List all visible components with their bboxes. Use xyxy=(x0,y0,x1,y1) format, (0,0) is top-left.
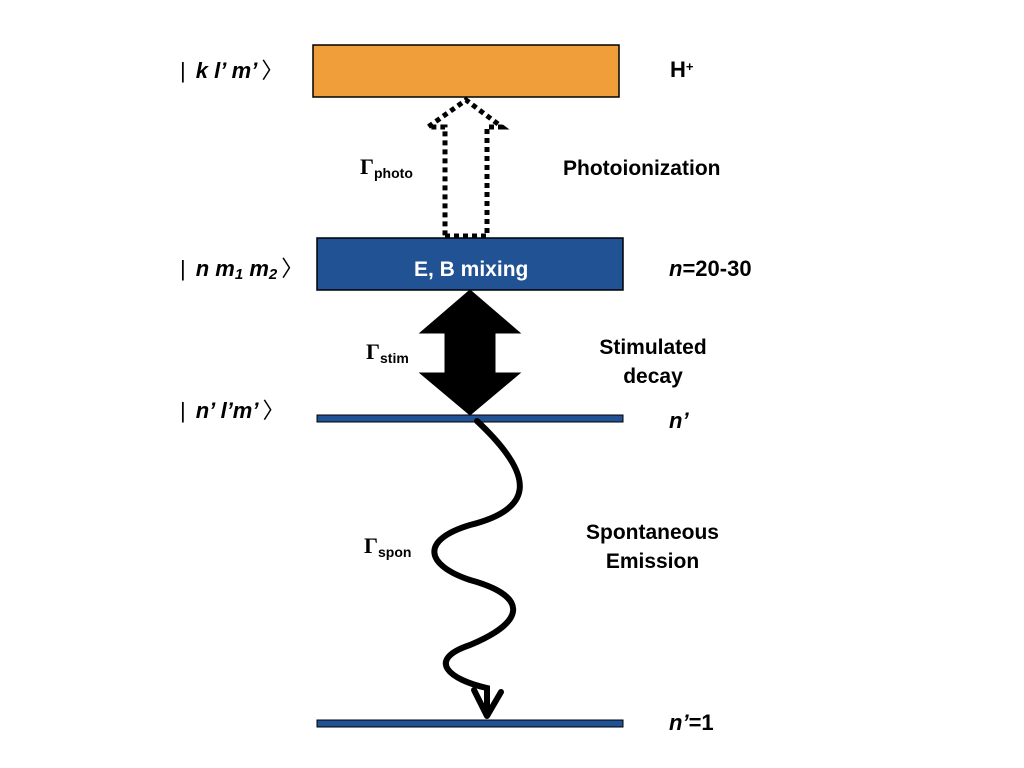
spontaneous-emission-label: Spontaneous Emission xyxy=(570,518,735,576)
ket-bar: | xyxy=(180,256,186,281)
ket-close: 〉 xyxy=(262,398,285,423)
rydberg-level-box xyxy=(316,237,624,291)
spontaneous-emission-line1: Spontaneous xyxy=(585,521,719,544)
rydberg-label-var: n xyxy=(669,256,683,281)
intermediate-state-ket: | n’ l’m’〉 xyxy=(180,400,285,422)
intermediate-level-line xyxy=(316,414,624,423)
spontaneous-emission-line2: Emission xyxy=(605,550,700,573)
ion-state-ket: | k l’ m’〉 xyxy=(180,60,283,82)
ion-level-box xyxy=(312,44,620,98)
rate-sub: spon xyxy=(378,544,412,560)
rydberg-label-value: =20-30 xyxy=(682,256,752,281)
rydberg-box-label: E, B mixing xyxy=(414,258,529,281)
ground-label-value: =1 xyxy=(688,710,714,735)
spontaneous-emission-arrowhead xyxy=(471,687,504,719)
photoionization-arrow xyxy=(420,96,510,239)
photoionization-label: Photoionization xyxy=(563,157,721,180)
spontaneous-rate: Γspon xyxy=(364,533,412,560)
intermediate-level-label: n’ xyxy=(669,410,689,432)
ket-l: l’ xyxy=(214,58,226,83)
rate-symbol: Γ xyxy=(364,533,378,558)
intermediate-label-var: n’ xyxy=(669,408,689,433)
ground-level-line xyxy=(316,719,624,728)
ket-bar: | xyxy=(180,398,186,423)
stimulated-rate: Γstim xyxy=(366,339,409,366)
ket-m2: m xyxy=(249,256,269,281)
ket-n-prime: n’ xyxy=(195,398,215,423)
spontaneous-emission-wave xyxy=(431,418,523,715)
ket-m: m’ xyxy=(231,58,258,83)
rydberg-level-label: n=20-30 xyxy=(669,258,752,280)
rate-symbol: Γ xyxy=(366,339,380,364)
ket-m2-sub: 2 xyxy=(268,266,278,283)
ket-n: n xyxy=(195,256,210,281)
photoionization-rate: Γphoto xyxy=(360,154,413,181)
ground-level-label: n’=1 xyxy=(669,712,714,734)
ion-level-label: H+ xyxy=(670,59,693,81)
ket-bar: | xyxy=(180,58,186,83)
rydberg-state-ket: |n m1 m2〉 xyxy=(180,256,304,283)
rate-sub: photo xyxy=(374,165,413,181)
ket-m1: m xyxy=(215,256,235,281)
rate-symbol: Γ xyxy=(360,154,374,179)
stimulated-decay-line1: Stimulated xyxy=(599,336,707,359)
ground-label-var: n’ xyxy=(669,710,689,735)
ket-l-m: l’m’ xyxy=(220,398,259,423)
ion-label-main: H xyxy=(670,57,686,82)
ket-m1-sub: 1 xyxy=(234,266,244,283)
ket-close: 〉 xyxy=(281,256,304,281)
ket-close: 〉 xyxy=(261,58,284,83)
stimulated-decay-label: Stimulated decay xyxy=(578,333,728,391)
stimulated-decay-line2: decay xyxy=(623,365,683,388)
ion-label-sup: + xyxy=(685,59,694,74)
ket-k: k xyxy=(195,58,208,83)
rate-sub: stim xyxy=(380,350,409,366)
stimulated-decay-arrow xyxy=(418,289,522,416)
